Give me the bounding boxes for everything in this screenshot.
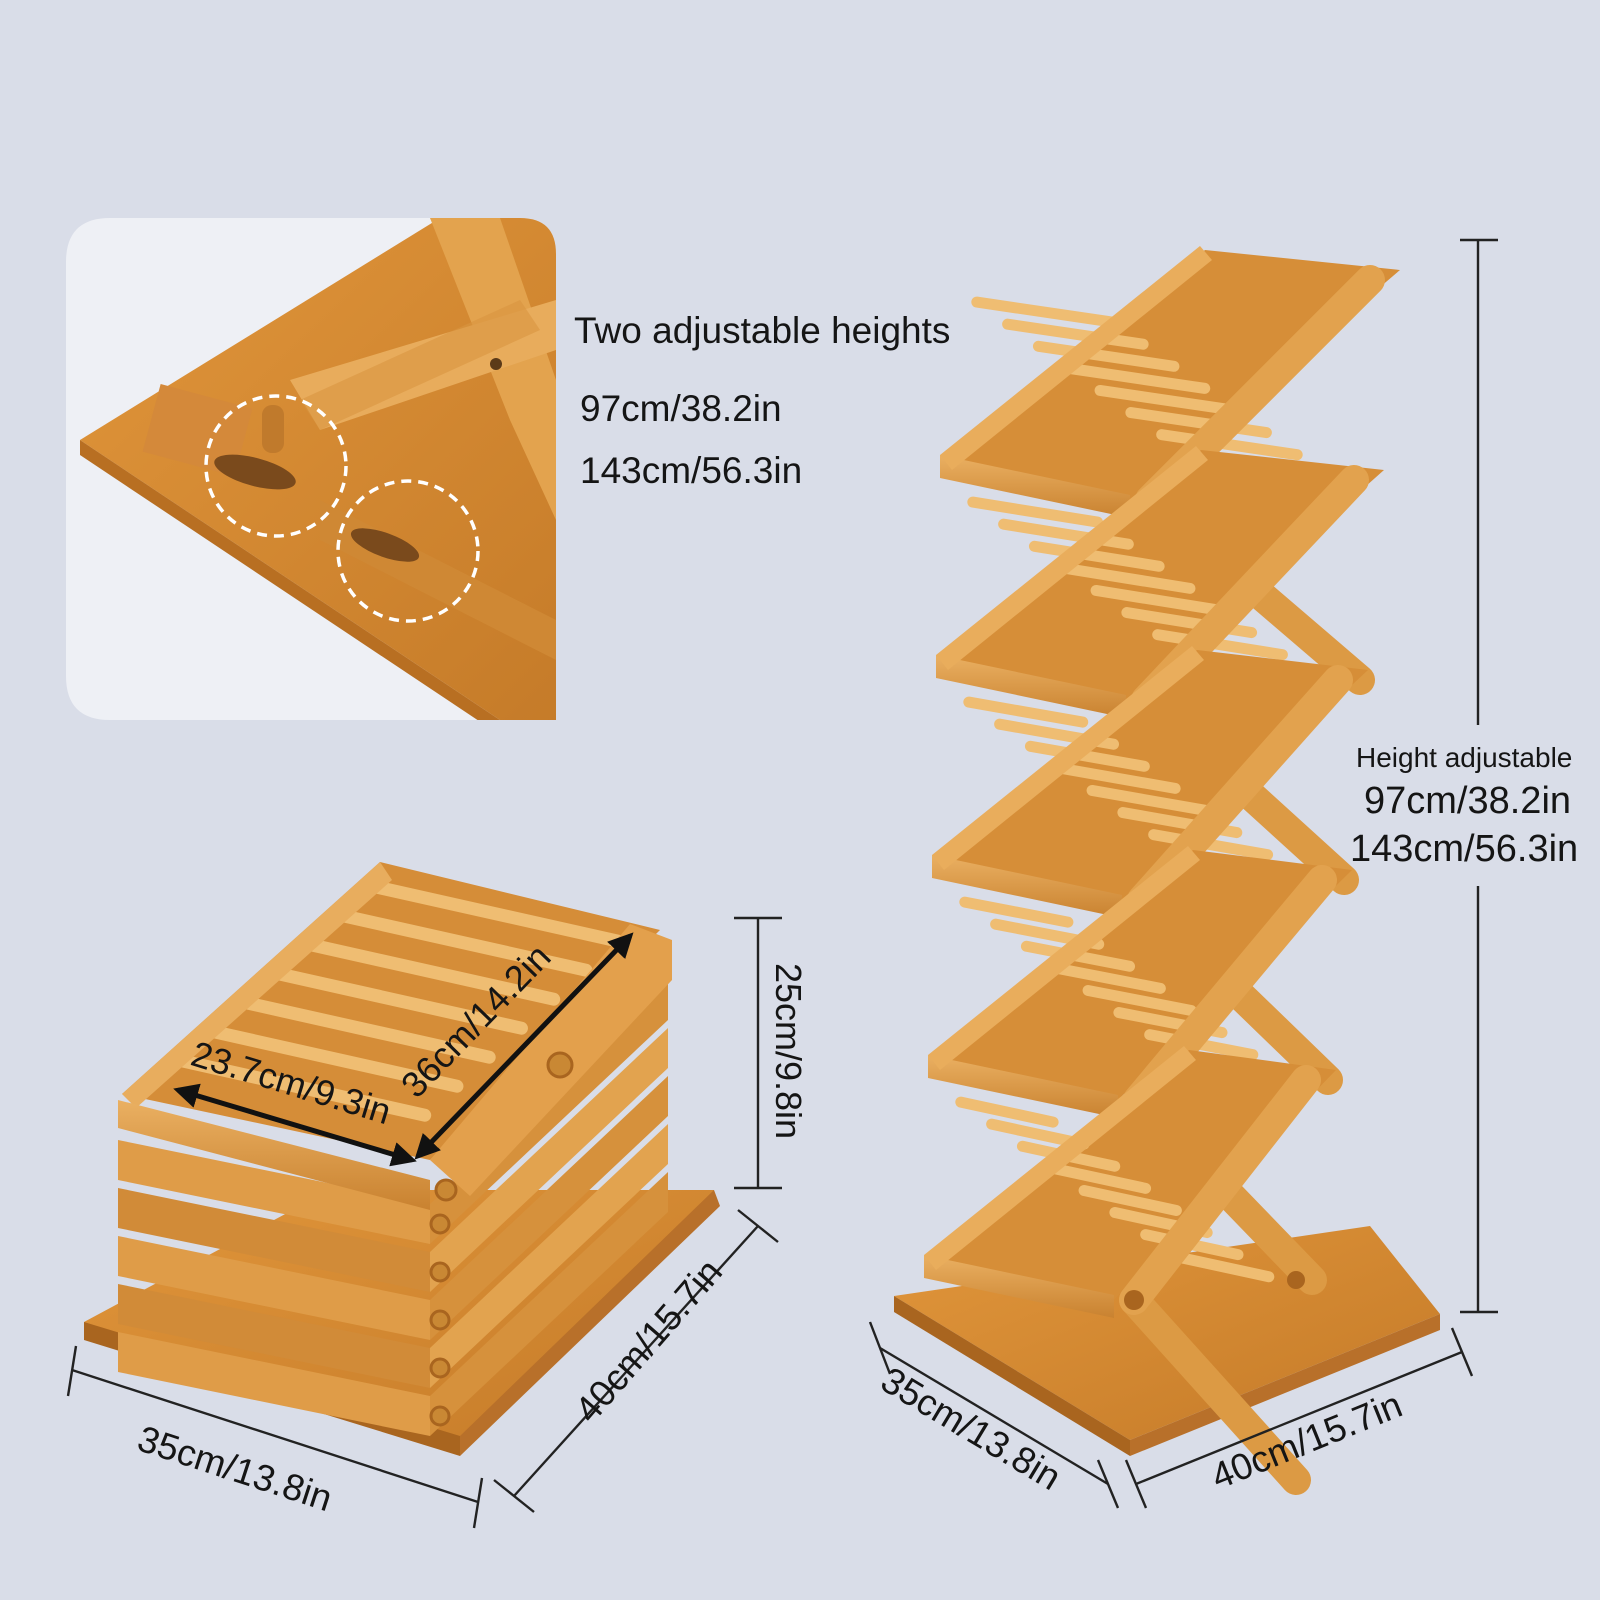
folded-frame-front xyxy=(118,1332,430,1436)
highlight-circle-lower-slot xyxy=(336,479,480,623)
folded-depth-line xyxy=(513,1225,759,1497)
expanded-slat xyxy=(963,696,1089,728)
expanded-slat xyxy=(967,496,1104,528)
expanded-slat xyxy=(1024,740,1150,772)
expanded-side-rail xyxy=(932,646,1204,870)
expanded-shelf-surface xyxy=(932,650,1368,900)
expanded-slat xyxy=(1171,1251,1275,1283)
expanded-slat xyxy=(1094,384,1242,416)
expanded-slat xyxy=(955,1096,1059,1128)
expanded-front-rail xyxy=(924,1255,1114,1318)
expanded-front-rail xyxy=(932,855,1122,918)
folded-frame-front xyxy=(118,1236,430,1340)
expanded-scissor-leg xyxy=(1119,1065,1321,1315)
expanded-slat xyxy=(1055,762,1181,794)
expanded-shelf-surface xyxy=(940,250,1400,500)
expanded-slat xyxy=(971,296,1118,328)
expanded-tier-5 xyxy=(924,1046,1336,1495)
expanded-height-high: 143cm/56.3in xyxy=(1350,828,1579,870)
folded-pivot-bolt xyxy=(429,1309,451,1331)
expanded-shelf-surface xyxy=(936,450,1384,700)
callout-title: Two adjustable heights xyxy=(574,310,951,351)
expanded-front-rail xyxy=(936,655,1126,718)
folded-width-line xyxy=(71,1368,479,1504)
folded-pivot-bolt xyxy=(429,1357,451,1379)
folded-pivot-bolt xyxy=(429,1213,451,1235)
expanded-slat xyxy=(1063,362,1211,394)
expanded-front-rail xyxy=(940,455,1130,518)
shelf-depth-arrow xyxy=(414,932,634,1160)
expanded-slat xyxy=(1090,584,1227,616)
expanded-depth-line xyxy=(1135,1350,1463,1486)
expanded-slat xyxy=(1047,1162,1152,1194)
expanded-pivot-bolt xyxy=(1124,1290,1144,1310)
expanded-width-line xyxy=(879,1346,1109,1486)
expanded-shoe-rack xyxy=(894,246,1440,1495)
joint-closeup xyxy=(66,218,556,720)
shelf-width-arrow xyxy=(173,1083,417,1167)
highlight-circle-upper-slot xyxy=(204,394,348,538)
folded-frame-side xyxy=(430,1124,668,1388)
expanded-slat xyxy=(1086,784,1212,816)
callout-height-high: 143cm/56.3in xyxy=(580,450,803,491)
folded-height-label: 25cm/9.8in xyxy=(768,962,810,1140)
expanded-slat xyxy=(1051,962,1166,994)
expanded-shelf-surface xyxy=(928,850,1352,1100)
expanded-front-rail xyxy=(928,1055,1118,1118)
folded-frame-front xyxy=(118,1284,430,1388)
expanded-side-rail xyxy=(928,846,1200,1070)
expanded-height-low: 97cm/38.2in xyxy=(1364,780,1572,822)
expanded-slat xyxy=(1078,1184,1182,1216)
expanded-slat xyxy=(1032,340,1180,372)
expanded-slat xyxy=(1059,562,1196,594)
expanded-scissor-leg xyxy=(1119,1285,1311,1495)
folded-pivot-bolt xyxy=(429,1405,451,1427)
expanded-slat xyxy=(1152,629,1288,661)
expanded-side-rail xyxy=(924,1046,1196,1270)
folded-pivot-bolt xyxy=(429,1261,451,1283)
expanded-slat xyxy=(1125,407,1272,439)
callout-height-low: 97cm/38.2in xyxy=(580,388,782,429)
expanded-side-rail xyxy=(936,446,1208,670)
expanded-pivot-bolt xyxy=(1287,1271,1305,1289)
shelf-arrows xyxy=(173,932,634,1167)
expanded-slat xyxy=(1156,429,1303,461)
folded-frame-front xyxy=(118,1188,430,1292)
expanded-slat xyxy=(959,896,1074,928)
expanded-side-rail xyxy=(940,246,1212,470)
expanded-height-label: Height adjustable xyxy=(1356,742,1573,773)
expanded-slat xyxy=(1002,318,1149,350)
expanded-slat xyxy=(1082,984,1197,1016)
dimension-lines xyxy=(66,238,1498,1529)
folded-slat xyxy=(361,878,625,948)
expanded-shelf-surface xyxy=(924,1050,1336,1300)
folded-frame-side xyxy=(430,1172,668,1436)
expanded-slat xyxy=(1028,540,1165,572)
